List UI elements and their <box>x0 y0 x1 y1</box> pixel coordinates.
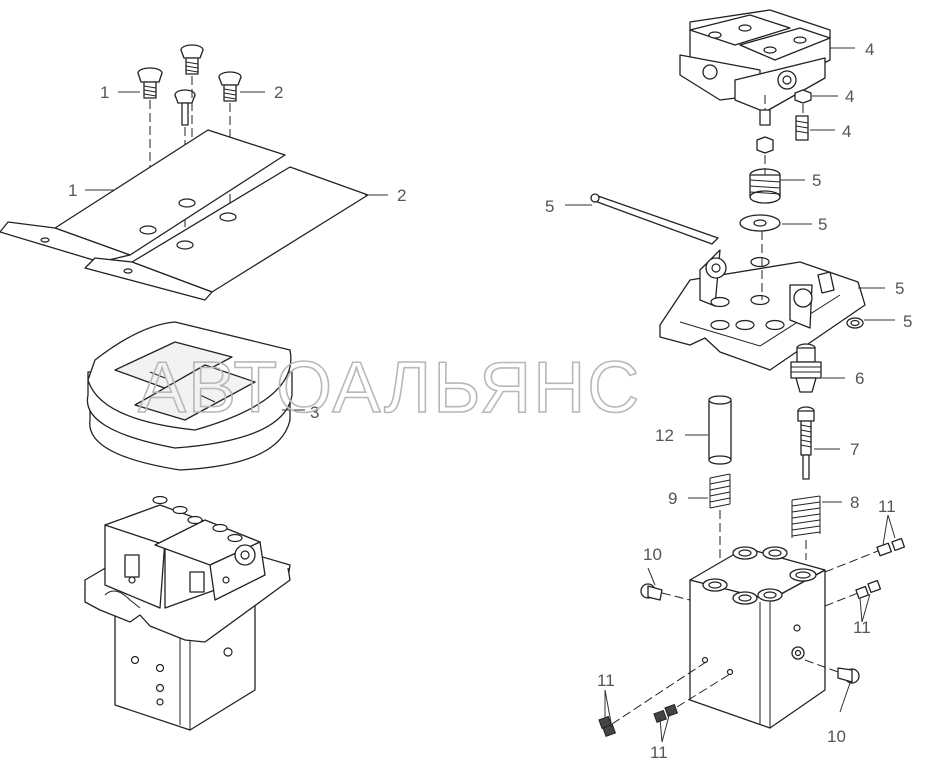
pedal-bracket-top <box>679 9 831 113</box>
assembled-valve-unit <box>84 495 291 731</box>
callout-10-right: 10 <box>827 727 846 746</box>
set-screws-11 <box>598 537 906 738</box>
outer-spring <box>791 495 821 538</box>
rubber-boot <box>86 321 293 471</box>
mounting-plate-1 <box>0 129 286 263</box>
callout-11-bottom-mid: 11 <box>650 743 668 762</box>
pivot-components <box>590 155 866 371</box>
inner-spring-and-pin <box>708 395 807 570</box>
bracket-bolts <box>756 89 812 154</box>
watermark-text: АВТОАЛЬЯНС <box>138 348 641 428</box>
callout-10-left: 10 <box>643 545 662 564</box>
callout-2-screw: 2 <box>274 83 283 102</box>
callout-5-oring: 5 <box>903 312 912 331</box>
callout-9-spring: 9 <box>668 489 677 508</box>
callout-11-top-right: 11 <box>878 497 896 516</box>
callout-11-mid-right: 11 <box>853 618 871 637</box>
callout-5-pin: 5 <box>545 197 554 216</box>
callout-5-screw: 5 <box>812 171 821 190</box>
callout-1-screw: 1 <box>100 83 109 102</box>
callout-3-boot: 3 <box>310 403 319 422</box>
callout-2-plate: 2 <box>397 186 406 205</box>
callout-4-nut: 4 <box>845 87 854 106</box>
valve-body <box>689 546 826 729</box>
plugs-10 <box>640 583 860 684</box>
callout-labels: 1 2 1 2 3 4 4 4 5 5 5 5 5 6 7 8 9 12 10 … <box>68 40 912 762</box>
callout-4-bolt: 4 <box>842 122 851 141</box>
callout-1-plate: 1 <box>68 181 77 200</box>
callout-12-pin: 12 <box>655 426 674 445</box>
callout-4-bracket: 4 <box>865 40 874 59</box>
callout-8-spring: 8 <box>850 493 859 512</box>
mounting-plate-2 <box>84 166 369 301</box>
valve-plunger <box>790 343 822 393</box>
valve-stem <box>797 406 815 480</box>
leader-lines <box>85 47 896 743</box>
callout-11-bottom-left: 11 <box>597 671 615 690</box>
callout-5-washer: 5 <box>818 215 827 234</box>
callout-5-base: 5 <box>895 279 904 298</box>
callout-7-stem: 7 <box>850 440 859 459</box>
callout-6-plunger: 6 <box>855 369 864 388</box>
mounting-screws-left <box>137 44 242 126</box>
